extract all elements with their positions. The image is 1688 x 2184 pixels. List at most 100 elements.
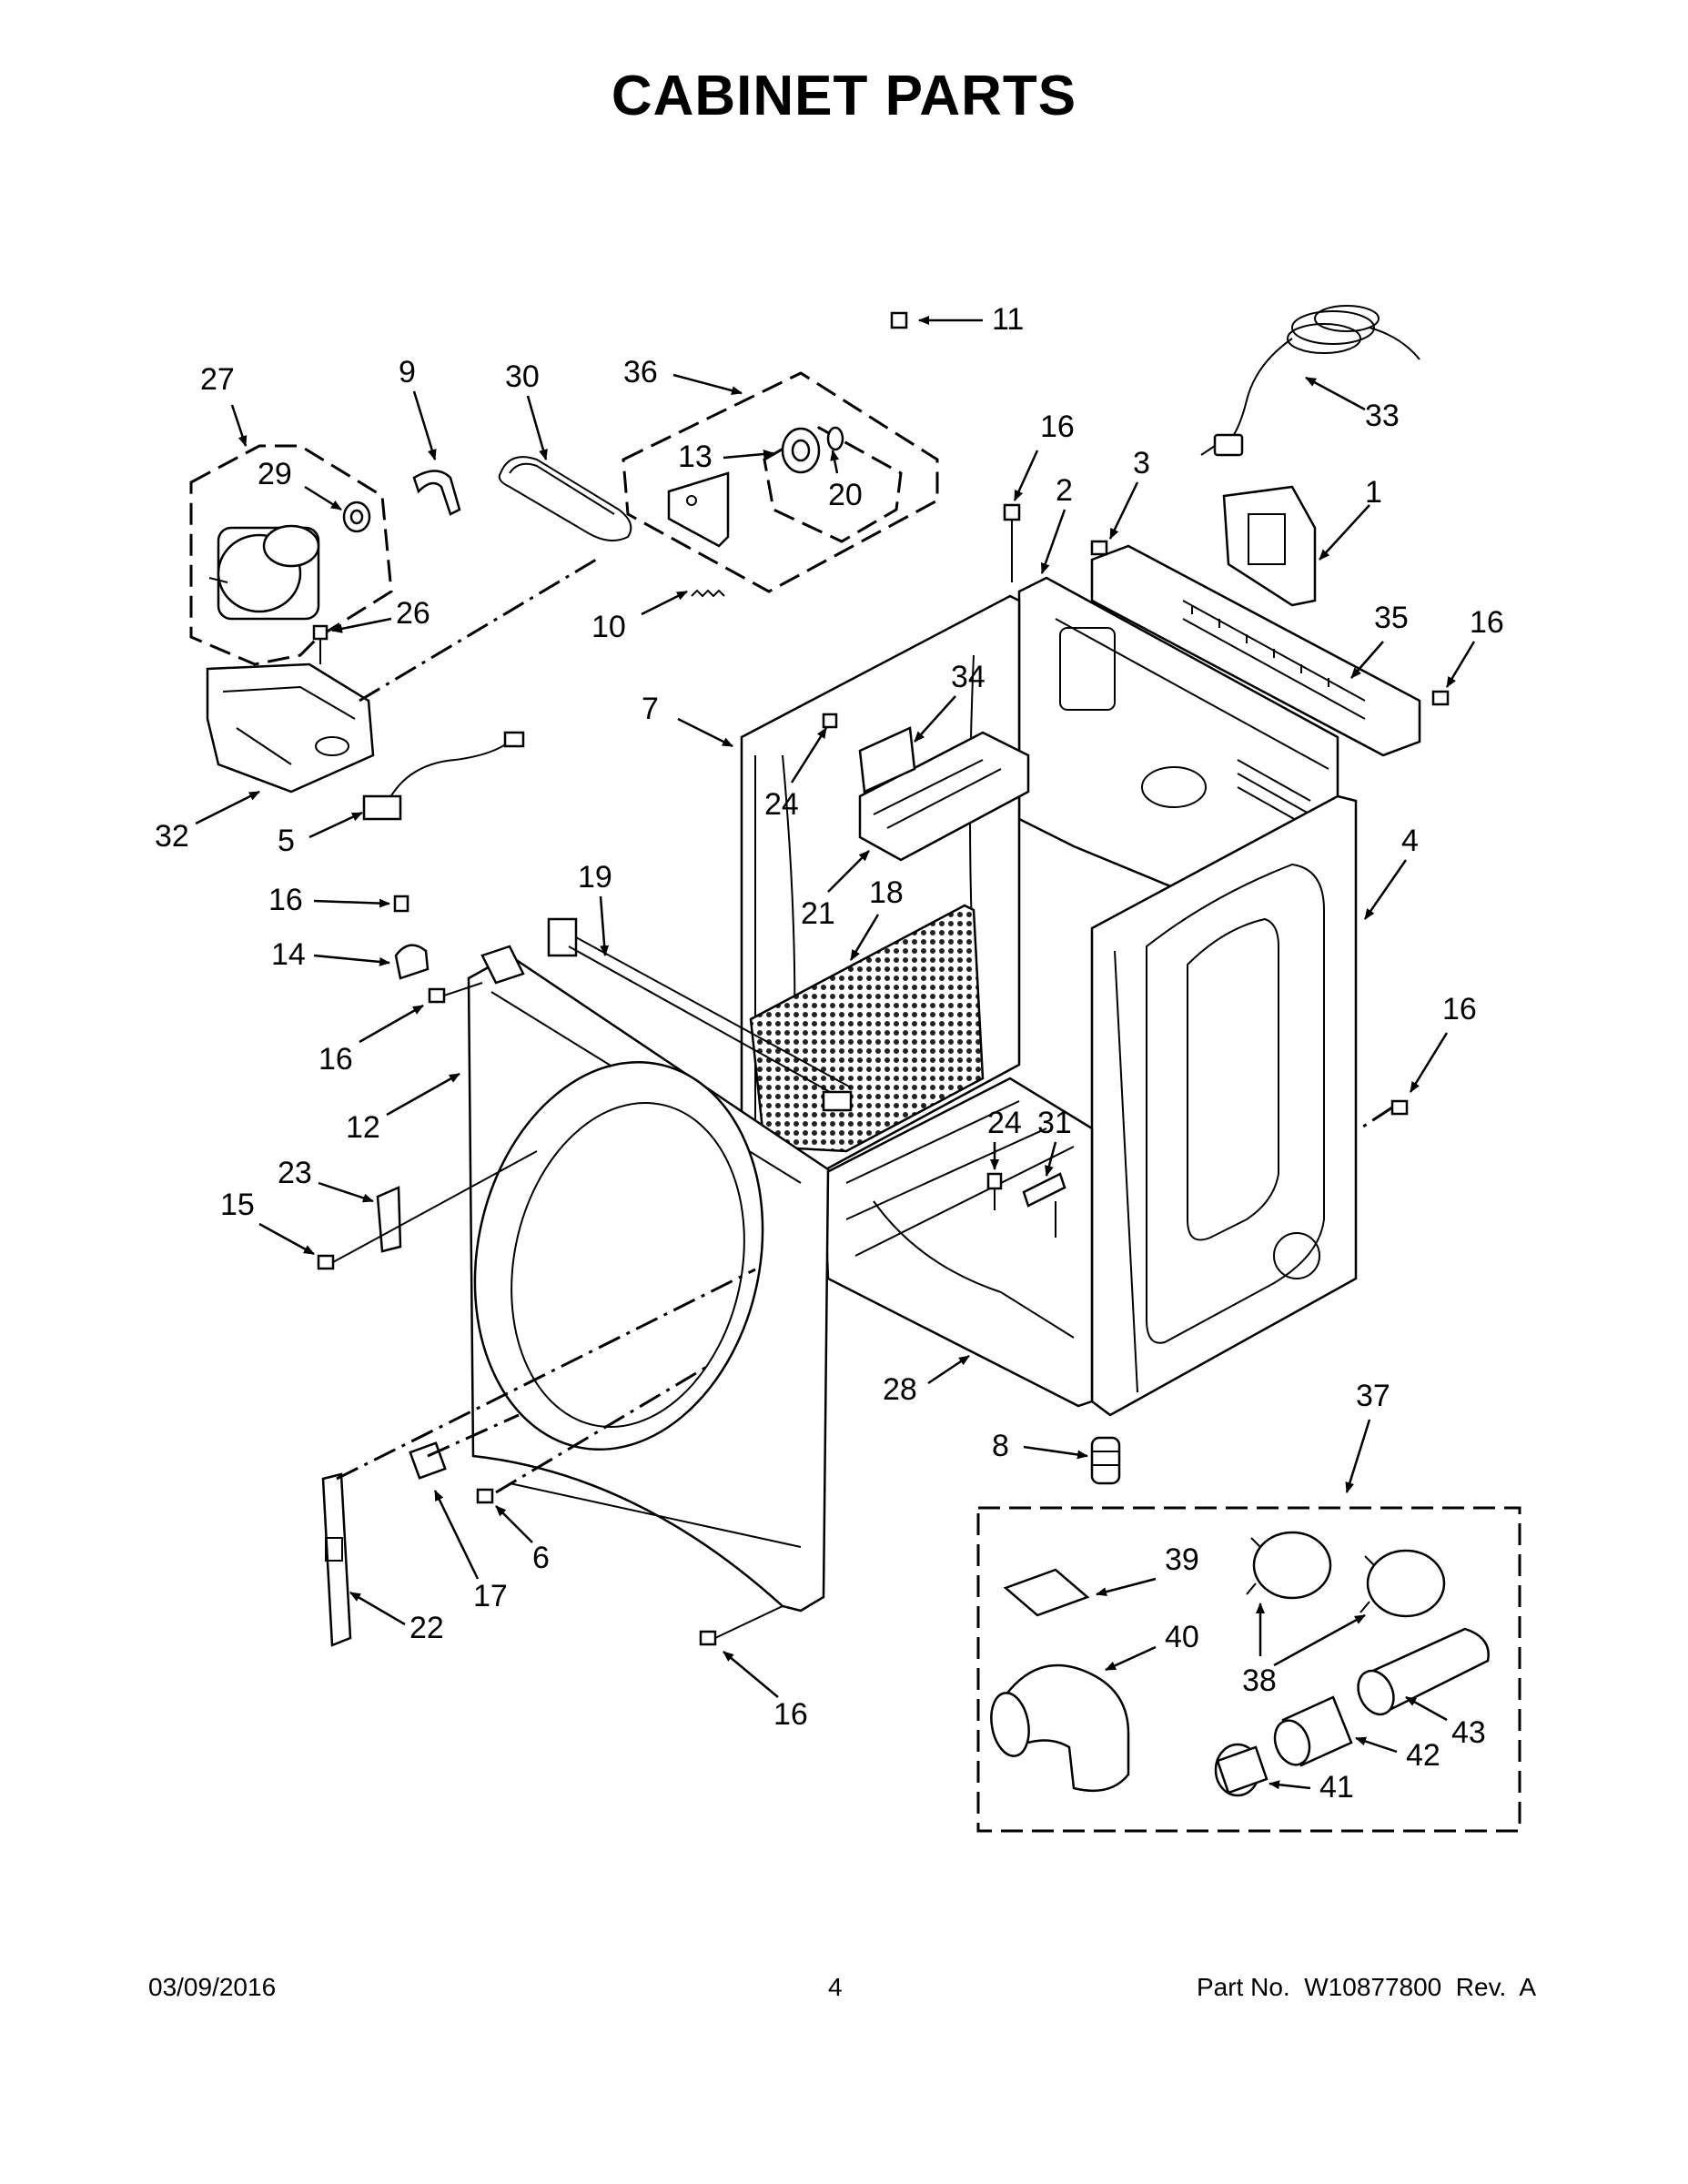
duct-cap-38b — [1359, 1549, 1446, 1618]
callout-7: 7 — [642, 692, 659, 726]
callout-12: 12 — [346, 1110, 380, 1145]
screw-16-panel — [428, 982, 483, 1004]
callout-9: 9 — [399, 355, 416, 389]
callout-16-c: 16 — [268, 883, 303, 917]
callout-18: 18 — [869, 875, 904, 910]
idler-spring — [691, 589, 725, 598]
footer-part-number: Part No. W10877800 Rev. A — [1196, 1973, 1536, 2001]
callout-8: 8 — [992, 1429, 1009, 1463]
callout-41: 41 — [1319, 1770, 1354, 1805]
drive-motor — [208, 524, 320, 621]
power-cord — [1200, 305, 1420, 457]
callout-16-d: 16 — [318, 1042, 353, 1077]
screw-3 — [1090, 540, 1108, 556]
front-panel-dashed-lines — [336, 1268, 756, 1494]
callout-24-a: 24 — [764, 787, 799, 822]
idler-clip — [826, 426, 844, 451]
callout-35: 35 — [1374, 601, 1409, 635]
screw-6 — [476, 1488, 494, 1504]
callout-28: 28 — [883, 1372, 917, 1407]
motor-assembly — [189, 444, 597, 821]
duct-42 — [1273, 1695, 1353, 1767]
callout-6: 6 — [532, 1541, 550, 1575]
screw-11 — [890, 311, 908, 329]
callout-43: 43 — [1451, 1715, 1486, 1750]
callout-38: 38 — [1242, 1663, 1277, 1698]
door-switch-harness — [547, 917, 853, 1112]
motor-clamp — [412, 470, 461, 516]
motor-harness — [362, 731, 525, 821]
callout-22: 22 — [409, 1611, 444, 1645]
top-rail — [1090, 544, 1421, 757]
drive-belt — [498, 456, 632, 541]
callout-1: 1 — [1365, 475, 1382, 510]
front-panel — [467, 954, 830, 1613]
screw-26 — [312, 624, 329, 664]
callout-27: 27 — [200, 362, 235, 397]
callout-42: 42 — [1406, 1738, 1440, 1773]
top-bracket — [858, 731, 1030, 862]
callout-16-a: 16 — [1040, 410, 1075, 444]
duct-41 — [1214, 1743, 1269, 1797]
callout-20: 20 — [828, 478, 863, 512]
duct-43 — [1357, 1627, 1490, 1716]
screw-15 — [317, 1150, 538, 1270]
hinge-23 — [376, 1186, 402, 1253]
gasket-39 — [1003, 1568, 1090, 1617]
cabinet-base — [822, 1077, 1094, 1408]
idler-bracket — [667, 471, 730, 548]
callout-32: 32 — [155, 819, 189, 854]
callout-2: 2 — [1056, 473, 1073, 508]
leveling-leg — [1090, 1436, 1121, 1485]
label-17 — [409, 1441, 447, 1480]
footer-page-number: 4 — [828, 1973, 843, 2001]
callout-33: 33 — [1365, 399, 1400, 433]
callout-16-b: 16 — [1470, 605, 1504, 640]
callout-34: 34 — [951, 660, 986, 694]
exhaust-kit — [976, 1506, 1521, 1833]
motor-pulley — [342, 500, 371, 533]
top-latch-clip — [480, 945, 525, 985]
callout-24-b: 24 — [987, 1106, 1022, 1140]
screw-16-right — [1431, 690, 1450, 706]
bracket-34 — [858, 726, 916, 794]
callout-23: 23 — [278, 1156, 312, 1190]
callout-14: 14 — [271, 937, 306, 972]
motor-mount-bracket — [206, 662, 375, 794]
callout-16-e: 16 — [1442, 992, 1477, 1026]
callout-13: 13 — [678, 440, 713, 474]
screw-16-top — [1003, 503, 1021, 582]
terminal-block — [1222, 485, 1317, 607]
callout-26: 26 — [396, 596, 430, 631]
callout-21: 21 — [801, 896, 835, 931]
page-title: CABINET PARTS — [611, 65, 1077, 127]
callout-5: 5 — [278, 824, 295, 858]
callout-4: 4 — [1401, 824, 1419, 858]
callout-30: 30 — [505, 359, 540, 394]
callout-29: 29 — [258, 457, 292, 491]
callout-40: 40 — [1165, 1620, 1199, 1654]
screw-16-strike — [393, 895, 409, 913]
cabinet-right-side-panel — [1090, 794, 1358, 1417]
exhaust-elbow-40 — [990, 1663, 1130, 1793]
screw-24-upper — [822, 713, 838, 729]
footer-date: 03/09/2016 — [148, 1973, 277, 2001]
callout-36: 36 — [623, 355, 658, 389]
door-hinge-22 — [321, 1472, 352, 1647]
callout-15: 15 — [220, 1188, 255, 1222]
callout-37: 37 — [1356, 1379, 1390, 1413]
idler-pulley — [781, 427, 821, 474]
callouts: 1 2 3 4 5 6 7 8 9 10 11 12 13 14 15 16 — [155, 302, 1504, 1805]
sensor-31 — [1022, 1172, 1066, 1238]
callout-10: 10 — [591, 610, 626, 644]
screw-16-side — [1359, 1099, 1409, 1130]
callout-16-f: 16 — [773, 1697, 808, 1732]
callout-3: 3 — [1133, 446, 1150, 480]
screw-24-lower — [986, 1172, 1003, 1210]
callout-39: 39 — [1165, 1542, 1199, 1577]
screw-16-bottom — [699, 1605, 783, 1646]
duct-cap-38a — [1246, 1531, 1332, 1600]
callout-17: 17 — [473, 1579, 508, 1613]
callout-31: 31 — [1037, 1106, 1072, 1140]
